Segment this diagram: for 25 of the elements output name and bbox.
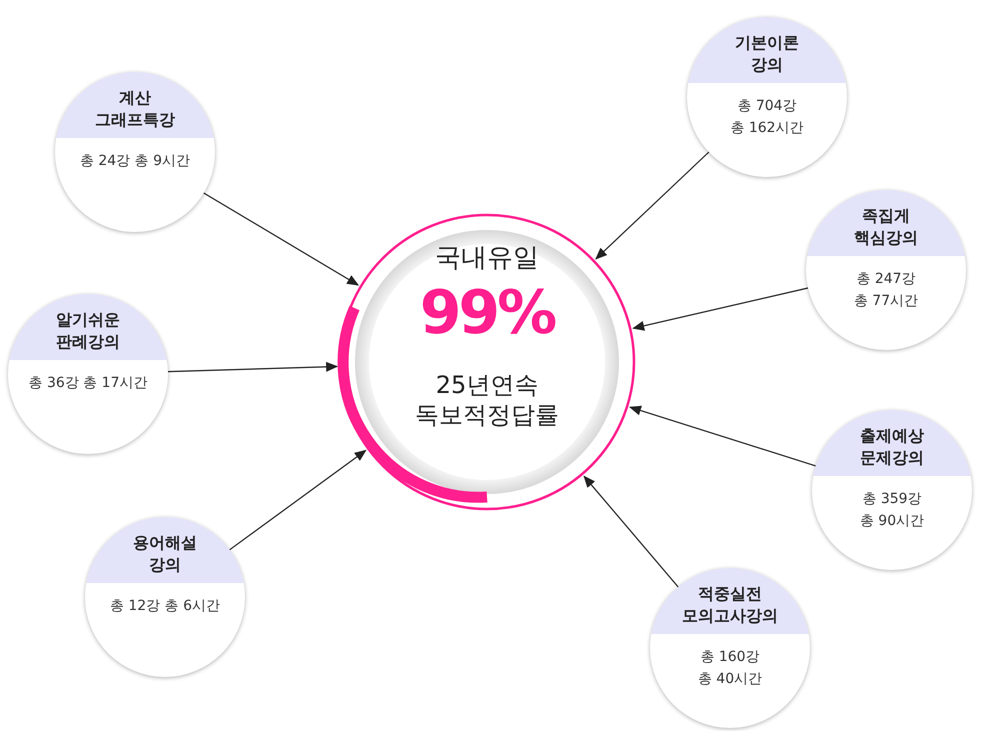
lecture-title: 출제예상 문제강의 — [860, 425, 924, 469]
arrow — [629, 406, 816, 466]
lecture-title: 기본이론 강의 — [735, 32, 799, 76]
arrow — [203, 192, 360, 286]
lecture-title: 용어해설 강의 — [133, 532, 197, 576]
lecture-stats: 총 36강 총 17시간 — [28, 374, 148, 393]
lecture-title: 알기쉬운 판례강의 — [56, 309, 120, 353]
lecture-stats: 총 704강 총 162시간 — [729, 97, 805, 138]
lecture-stats: 총 247강 총 77시간 — [852, 270, 920, 311]
arrow — [168, 362, 338, 372]
center-text: 국내유일 — [435, 242, 539, 274]
lecture-title: 족집게 핵심강의 — [854, 205, 918, 249]
lecture-stats: 총 12강 총 6시간 — [108, 597, 222, 616]
percentage-figure: 99% — [420, 278, 554, 348]
center-circle — [337, 212, 637, 512]
center-text: 25년연속 독보적정답률 — [415, 370, 559, 430]
arrow — [583, 476, 679, 588]
lecture-stats: 총 24강 총 9시간 — [78, 152, 192, 171]
arrow — [595, 152, 710, 260]
arrow — [229, 450, 367, 550]
arrow — [632, 287, 808, 331]
lecture-title: 적중실전 모의고사강의 — [682, 583, 778, 627]
lecture-title: 계산 그래프특강 — [95, 87, 175, 131]
lecture-stats: 총 160강 총 40시간 — [696, 648, 764, 689]
lecture-stats: 총 359강 총 90시간 — [858, 490, 926, 531]
